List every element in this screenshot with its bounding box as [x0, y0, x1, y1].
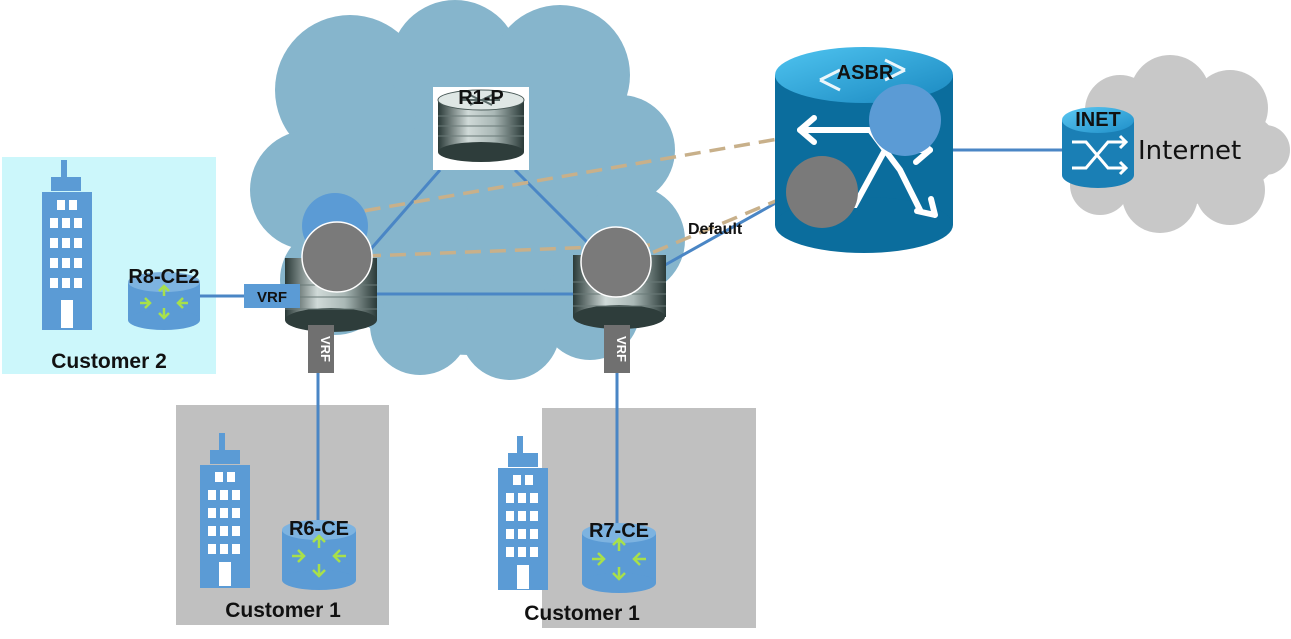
ce-arrows-icon: [592, 537, 646, 581]
link-right-pe-asbr: [664, 193, 791, 267]
vrf-tag-r6: VRF: [308, 325, 334, 373]
physical-links: [196, 148, 1065, 525]
inet-label: INET: [1075, 109, 1121, 131]
svg-text:VRF: VRF: [318, 336, 333, 362]
asbr-router[interactable]: [775, 47, 953, 253]
svg-text:VRF: VRF: [257, 289, 287, 306]
asbr-vrf-customer2-circle: [869, 84, 941, 156]
vrf-customer1-dark-circle: [301, 221, 373, 293]
asbr-vrf-customer1-circle: [786, 156, 858, 228]
customer1-left-label: Customer 1: [225, 599, 341, 622]
customer2-label: Customer 2: [51, 350, 167, 373]
r8-ce2-router[interactable]: [128, 272, 200, 330]
router-top-arrows-icon: [819, 58, 906, 92]
customer2-building-icon: [42, 160, 92, 330]
ce-arrows-icon: [292, 534, 346, 578]
r7-ce-router[interactable]: [582, 523, 656, 593]
customer2-site-area: [2, 157, 216, 374]
default-route-label: Default: [688, 221, 743, 238]
customer1-right-building-icon: [498, 436, 548, 590]
vrf-tag-r7: VRF: [604, 325, 630, 373]
vrf-tag-customer2: VRF: [244, 284, 300, 308]
asbr-label: ASBR: [837, 62, 894, 84]
link-r1-left-pe: [368, 169, 442, 251]
customer1-left-building-icon: [200, 433, 250, 588]
right-pe-router[interactable]: [573, 226, 666, 329]
r6-ce-router[interactable]: [282, 520, 356, 590]
router-arrows-icon: [460, 94, 500, 106]
vrf-customer1-dark-circle-right: [580, 226, 652, 298]
customer1-right-site-area: [542, 408, 756, 628]
ce-arrows-icon: [140, 284, 188, 320]
r6-ce-label: R6-CE: [289, 518, 349, 540]
r1-p-router[interactable]: [433, 87, 529, 170]
r8-ce2-label: R8-CE2: [128, 266, 199, 288]
link-r1-right-pe: [513, 168, 602, 257]
svg-text:VRF: VRF: [614, 336, 629, 362]
customer1-right-label: Customer 1: [524, 602, 640, 625]
r7-ce-label: R7-CE: [589, 520, 649, 542]
internet-cloud-label: Internet: [1138, 136, 1241, 166]
inet-switch-arrows-icon: [1072, 134, 1129, 176]
inet-switch[interactable]: [1062, 107, 1134, 188]
r1-p-label: R1-P: [458, 87, 504, 109]
left-pe-router[interactable]: [285, 193, 377, 332]
tunnel-right-pe-to-asbr: [629, 193, 791, 264]
